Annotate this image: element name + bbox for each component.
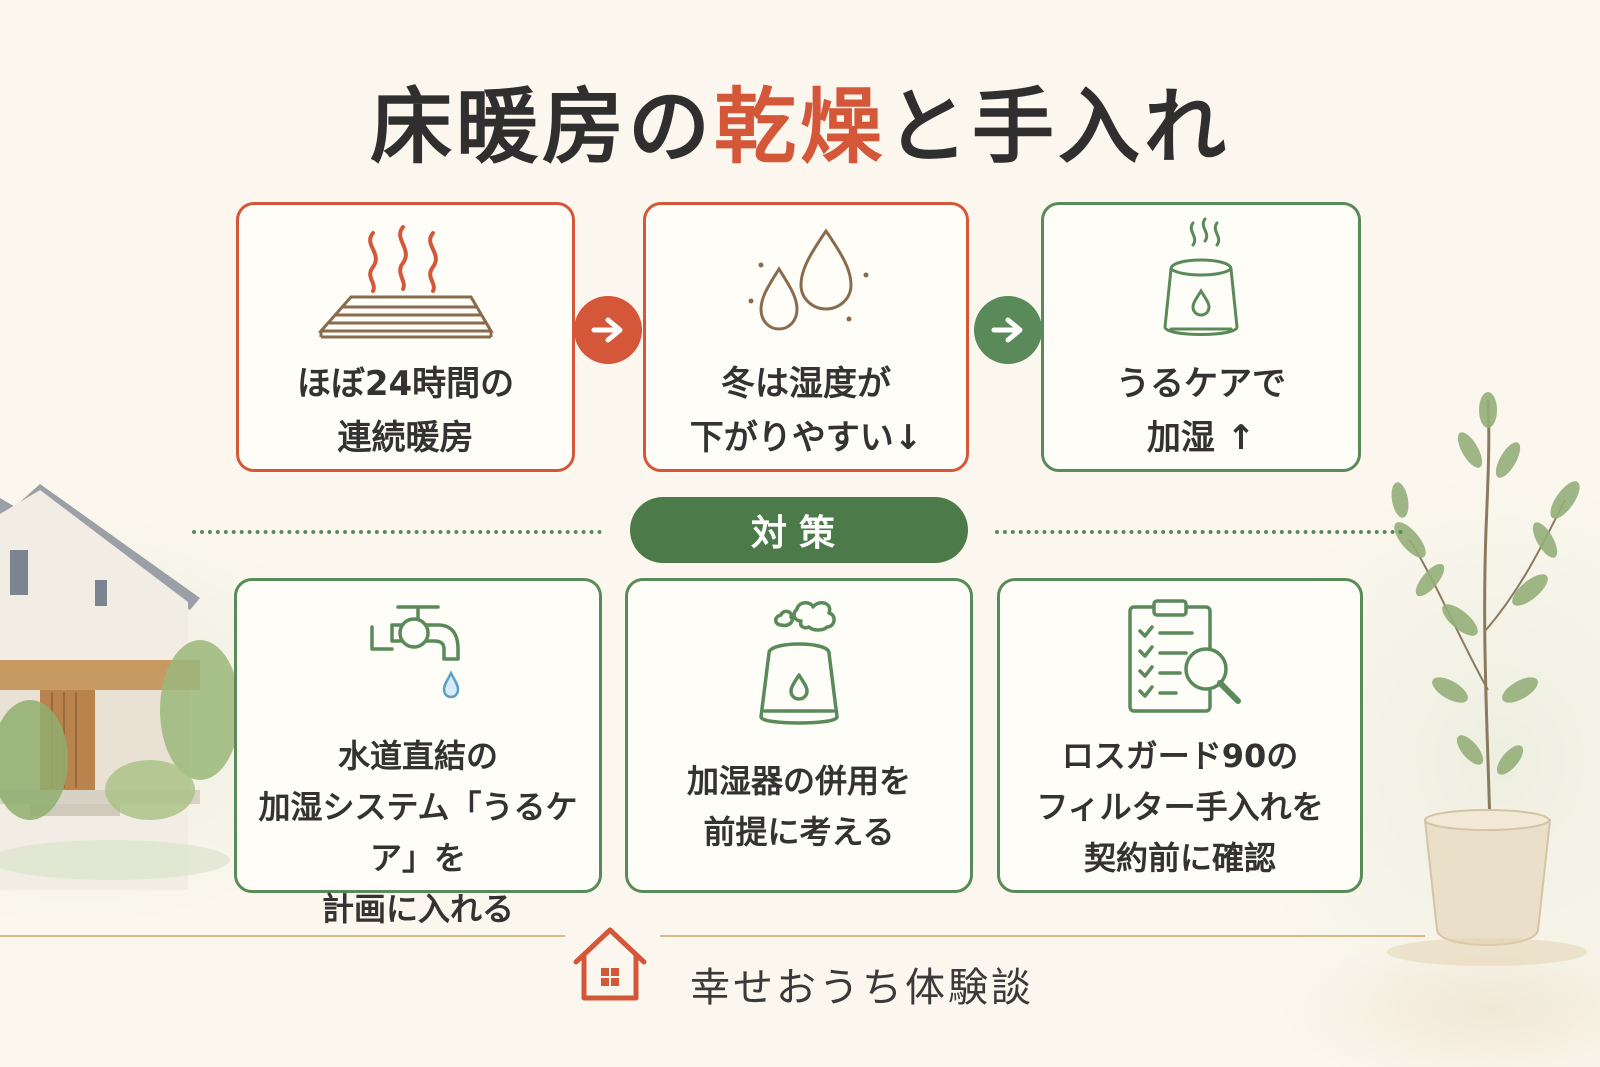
measure-text: 水道直結の 加湿システム「うるケア」を 計画に入れる [237,731,599,935]
divider-left [192,530,602,534]
measure-line: 計画に入れる [321,890,514,928]
footer-rule-left [0,935,565,937]
step-line: 加湿 ↑ [1146,418,1256,458]
section-label-measures: 対策 [630,497,968,563]
measure-line: 前提に考える [703,813,895,851]
step-card-urucare: うるケアで 加湿 ↑ [1041,202,1361,472]
step-card-heating: ほぼ24時間の 連続暖房 [236,202,575,472]
step-line: 下がりやすい↓ [689,418,923,458]
arrow-right-icon [974,296,1042,364]
title-accent: 乾燥 [713,80,886,175]
humidifier-steam-icon [628,591,970,731]
potted-plant-illustration [1387,392,1587,966]
footer-brand: 幸せおうち体験談 [690,965,1034,1011]
water-drops-icon [646,223,966,343]
step-line: うるケアで [1116,364,1286,404]
title-part1: 床暖房の [369,80,714,175]
title-part2: と手入れ [886,80,1231,175]
step-card-humidity: 冬は湿度が 下がりやすい↓ [643,202,969,472]
step-line: 連続暖房 [337,418,474,458]
measure-line: 加湿器の併用を [686,762,911,800]
measure-text: 加湿器の併用を 前提に考える [628,756,970,858]
measure-line: 加湿システム「うるケア」を [258,788,578,877]
measure-card-humidifier: 加湿器の併用を 前提に考える [625,578,973,893]
arrow-right-icon [574,296,642,364]
measure-text: ロスガード90の フィルター手入れを 契約前に確認 [1000,731,1360,884]
divider-right [995,530,1403,534]
humidifier-icon [1044,217,1358,347]
checklist-magnifier-icon [1000,597,1360,717]
measure-card-lossguard: ロスガード90の フィルター手入れを 契約前に確認 [997,578,1363,893]
page-title: 床暖房の乾燥と手入れ [0,78,1600,178]
step-text: 冬は湿度が 下がりやすい↓ [646,357,966,465]
faucet-icon [237,597,599,707]
measure-line: 水道直結の [337,737,498,775]
step-line: 冬は湿度が [721,364,891,404]
footer-rule-right [660,935,1425,937]
house-illustration [0,484,240,890]
measure-card-urucare: 水道直結の 加湿システム「うるケア」を 計画に入れる [234,578,602,928]
house-logo-icon [573,927,647,1001]
measure-line: ロスガード90の [1061,737,1299,775]
step-line: ほぼ24時間の [296,364,515,404]
step-text: うるケアで 加湿 ↑ [1044,357,1358,465]
step-text: ほぼ24時間の 連続暖房 [239,357,572,465]
floor-heating-icon [239,223,572,343]
measure-line: 契約前に確認 [1083,839,1276,877]
measure-line: フィルター手入れを [1036,788,1324,826]
